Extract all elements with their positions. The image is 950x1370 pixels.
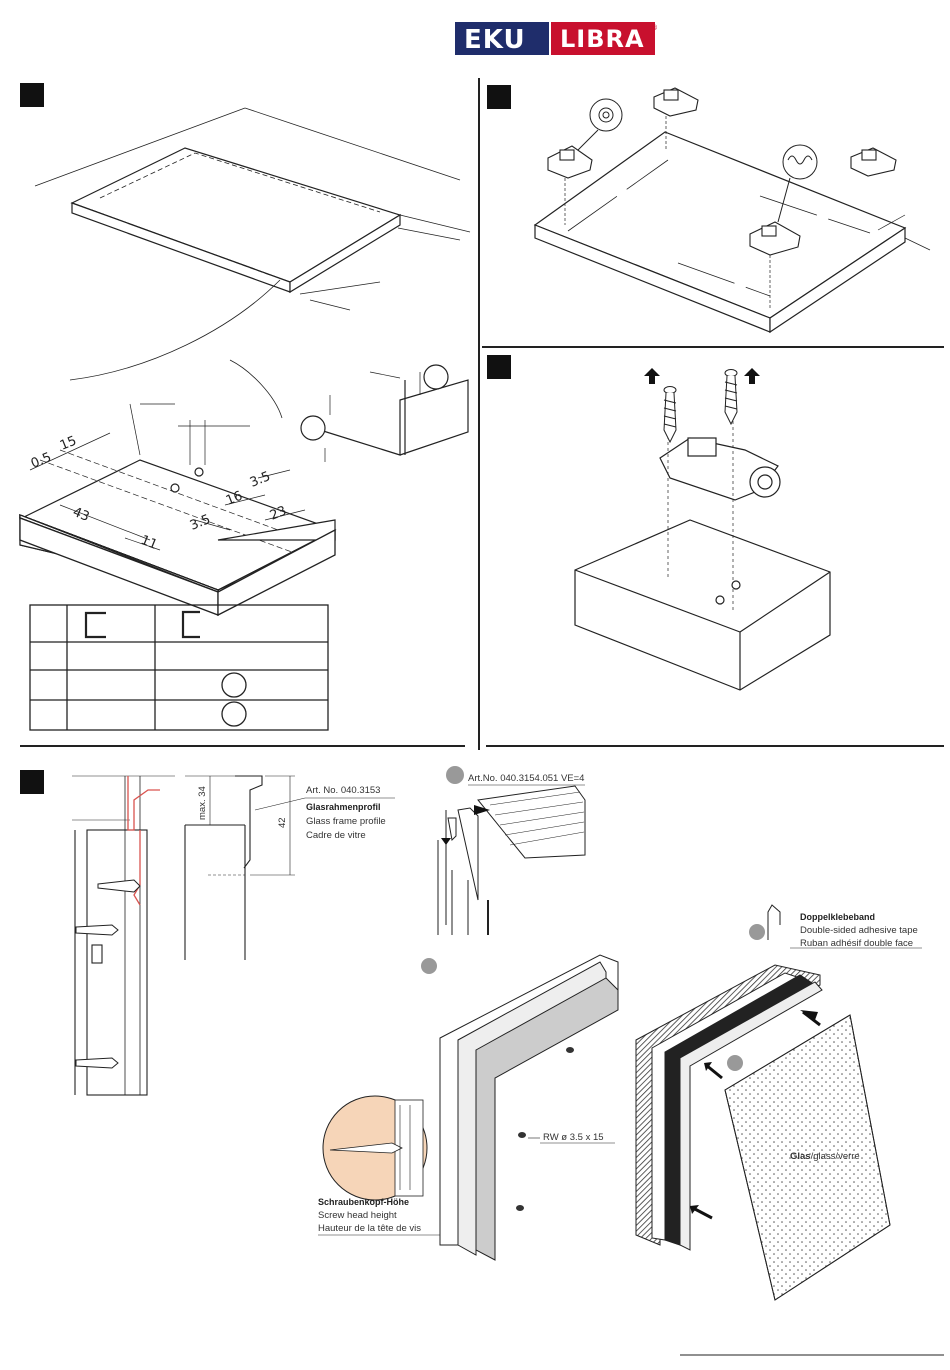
callout-circle-mid (300, 415, 326, 441)
profile-title-fr: Cadre de vitre (306, 830, 366, 841)
corner-piece-drawing (437, 766, 586, 935)
screw-head-fr: Hauteur de la tête de vis (318, 1223, 421, 1234)
dim-label: 15 (58, 434, 79, 454)
profile-title-de: Glasrahmenprofil (306, 802, 381, 812)
panel1-detail-solid (19, 517, 336, 617)
panel1-board-drawing (34, 107, 471, 419)
profile-section-left (72, 775, 175, 1096)
dim-label: 3.5 (188, 512, 213, 534)
step-marker-3 (487, 355, 511, 379)
logo-left-block (455, 22, 549, 55)
tape-title-fr: Ruban adhésif double face (800, 938, 913, 949)
logo-right-block (551, 22, 655, 55)
step-marker-1 (20, 83, 44, 107)
callout-spring (782, 144, 818, 180)
callout-dot-d (749, 924, 765, 940)
panel3-drawing (574, 385, 831, 691)
logo-left-text: EKU (464, 25, 526, 55)
screw-head-en: Screw head height (318, 1210, 397, 1221)
bracket-back-left (653, 87, 699, 150)
dim-label: 0.5 (29, 450, 54, 472)
panel1-dimension-lines (29, 371, 421, 551)
screw-left (663, 386, 677, 444)
logo-right-text: LIBRA (560, 25, 645, 53)
callout-dot-c (727, 1055, 743, 1071)
bracket-center (749, 221, 801, 310)
profile-title-en: Glass frame profile (306, 816, 386, 827)
push-arrow-icon (690, 1010, 821, 1220)
step-marker-2 (487, 85, 511, 109)
callout-circle-top (423, 364, 449, 390)
profile-table (29, 604, 329, 731)
dim-label: 11 (139, 533, 160, 553)
profile-section-right (184, 775, 395, 960)
logo-reg-mark: ® (651, 24, 658, 32)
panel-dividers (20, 78, 944, 1356)
dim-height-label: 42 (277, 817, 288, 828)
panel2-detail-callouts (577, 98, 931, 251)
glass-label-bold: Glas (790, 1151, 811, 1162)
callout-dot-b (421, 958, 437, 974)
screw-icon (516, 1047, 574, 1211)
dim-label: 3.5 (248, 469, 273, 491)
screw-size-label: RW ø 3.5 x 15 (543, 1132, 604, 1143)
callout-dot-a (446, 766, 464, 784)
panel2-brackets (547, 87, 897, 310)
panel2-board-drawing (533, 131, 907, 334)
art-no-profile: Art. No. 040.3153 (306, 785, 380, 796)
step-marker-4 (20, 770, 44, 794)
screw-head-zoom (322, 1095, 428, 1201)
up-arrow-icon (644, 368, 760, 384)
glass-label-rest: /glass/verre (811, 1151, 860, 1162)
arrow-icon (441, 805, 490, 845)
frame-assembly-left (421, 954, 619, 1261)
panel4-screws-left (75, 879, 141, 1069)
screw-head-title: Schraubenkopf-Höhe (318, 1197, 409, 1207)
frame-assembly-right (635, 904, 891, 1301)
glass-label: Glas/glass/verre (790, 1151, 860, 1162)
screw-right (724, 369, 738, 426)
art-no-corner: Art.No. 040.3154.051 VE=4 (468, 773, 584, 784)
tape-title-de: Doppelklebeband (800, 912, 875, 922)
dim-label: 16 (224, 489, 245, 509)
bracket-front-left (547, 145, 593, 225)
panel3-screws (663, 369, 738, 444)
dim-label: 43 (71, 505, 92, 525)
dim-label: 23 (268, 504, 289, 524)
dim-max-label: max. 34 (197, 786, 208, 820)
brand-logo: EKU LIBRA ® (455, 22, 658, 55)
bracket-right (850, 147, 897, 177)
panel1-corner-body2 (19, 514, 219, 591)
tape-title-en: Double-sided adhesive tape (800, 925, 918, 936)
